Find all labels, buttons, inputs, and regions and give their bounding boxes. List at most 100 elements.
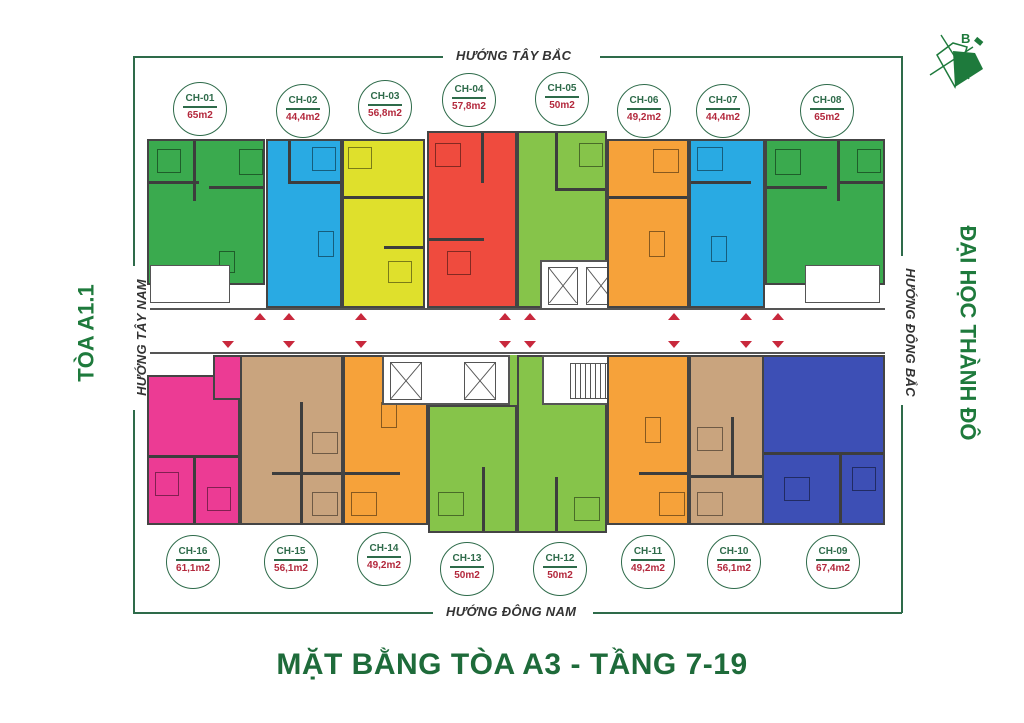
entrance-arrow-icon: [355, 313, 367, 320]
wall: [691, 475, 763, 478]
frame-left-top: [133, 56, 135, 266]
wall: [839, 452, 842, 523]
wall: [482, 467, 485, 531]
divider: [176, 559, 210, 561]
divider: [450, 566, 484, 568]
wall: [344, 196, 423, 199]
wall: [272, 472, 341, 475]
stairwell-east: [805, 265, 880, 303]
neighbor-label-right: ĐẠI HỌC THÀNH ĐÔ: [955, 225, 981, 441]
wall: [345, 472, 400, 475]
unit-ch-13-entry: [510, 355, 520, 405]
divider: [286, 108, 320, 110]
wall: [288, 141, 291, 181]
wall: [609, 196, 687, 199]
unit-code: CH-13: [452, 553, 482, 564]
divider: [545, 96, 579, 98]
unit-ch-15[interactable]: [240, 355, 343, 525]
unit-ch-03[interactable]: [342, 139, 425, 308]
wall: [767, 186, 827, 189]
wall: [384, 246, 423, 249]
unit-area: 56,1m2: [717, 562, 751, 574]
bed-icon: [312, 492, 338, 516]
entrance-arrow-icon: [499, 313, 511, 320]
wall: [555, 477, 558, 531]
neighbor-label-left: TÒA A1.1: [73, 284, 99, 382]
unit-ch-01[interactable]: [147, 139, 265, 285]
wall: [731, 417, 734, 477]
sofa-icon: [318, 231, 334, 257]
direction-label-bottom: HƯỚNG ĐÔNG NAM: [440, 604, 583, 619]
wall: [193, 141, 196, 201]
entrance-arrow-icon: [254, 313, 266, 320]
bed-icon: [312, 432, 338, 454]
unit-ch-07[interactable]: [689, 139, 765, 308]
unit-code: CH-05: [547, 83, 577, 94]
unit-ch-13[interactable]: [428, 405, 517, 533]
direction-label-top: HƯỚNG TÂY BẮC: [450, 48, 578, 63]
unit-area: 49,2m2: [367, 559, 401, 571]
bed-icon: [435, 143, 461, 167]
frame-bottom-right: [593, 612, 902, 614]
unit-code: CH-11: [633, 546, 663, 557]
bed-icon: [697, 147, 723, 171]
entrance-arrow-icon: [772, 341, 784, 348]
wall: [300, 402, 303, 523]
bed-icon: [775, 149, 801, 175]
direction-label-right: HƯỚNG ĐÔNG BẮC: [902, 262, 918, 403]
bed-icon: [653, 149, 679, 173]
frame-top-left: [133, 56, 443, 58]
bed-icon: [155, 472, 179, 496]
divider: [627, 108, 661, 110]
divider: [367, 556, 401, 558]
elevator-icon: [464, 362, 496, 400]
unit-ch-11[interactable]: [607, 355, 689, 525]
unit-area: 57,8m2: [452, 100, 486, 112]
entrance-arrow-icon: [740, 341, 752, 348]
unit-code: CH-02: [288, 95, 318, 106]
svg-text:B: B: [961, 31, 970, 46]
unit-ch-02[interactable]: [266, 139, 342, 308]
divider: [717, 559, 751, 561]
sofa-icon: [649, 231, 665, 257]
wall: [555, 188, 605, 191]
unit-ch-09[interactable]: [762, 355, 885, 525]
unit-ch-06[interactable]: [607, 139, 689, 308]
divider: [631, 559, 665, 561]
divider: [368, 104, 402, 106]
divider: [183, 106, 217, 108]
unit-ch-16[interactable]: [147, 375, 240, 525]
wall: [193, 455, 196, 523]
unit-ch-04[interactable]: [427, 131, 517, 308]
elevator-core-south: [382, 355, 510, 405]
corridor: [150, 308, 885, 354]
entrance-arrow-icon: [283, 341, 295, 348]
unit-area: 56,8m2: [368, 107, 402, 119]
wall: [481, 133, 484, 183]
wall: [429, 238, 484, 241]
unit-code: CH-12: [545, 553, 575, 564]
divider: [706, 108, 740, 110]
unit-ch-08[interactable]: [765, 139, 885, 285]
unit-code: CH-15: [276, 546, 306, 557]
unit-area: 65m2: [187, 109, 213, 121]
unit-area: 67,4m2: [816, 562, 850, 574]
entrance-arrow-icon: [772, 313, 784, 320]
unit-code: CH-16: [178, 546, 208, 557]
